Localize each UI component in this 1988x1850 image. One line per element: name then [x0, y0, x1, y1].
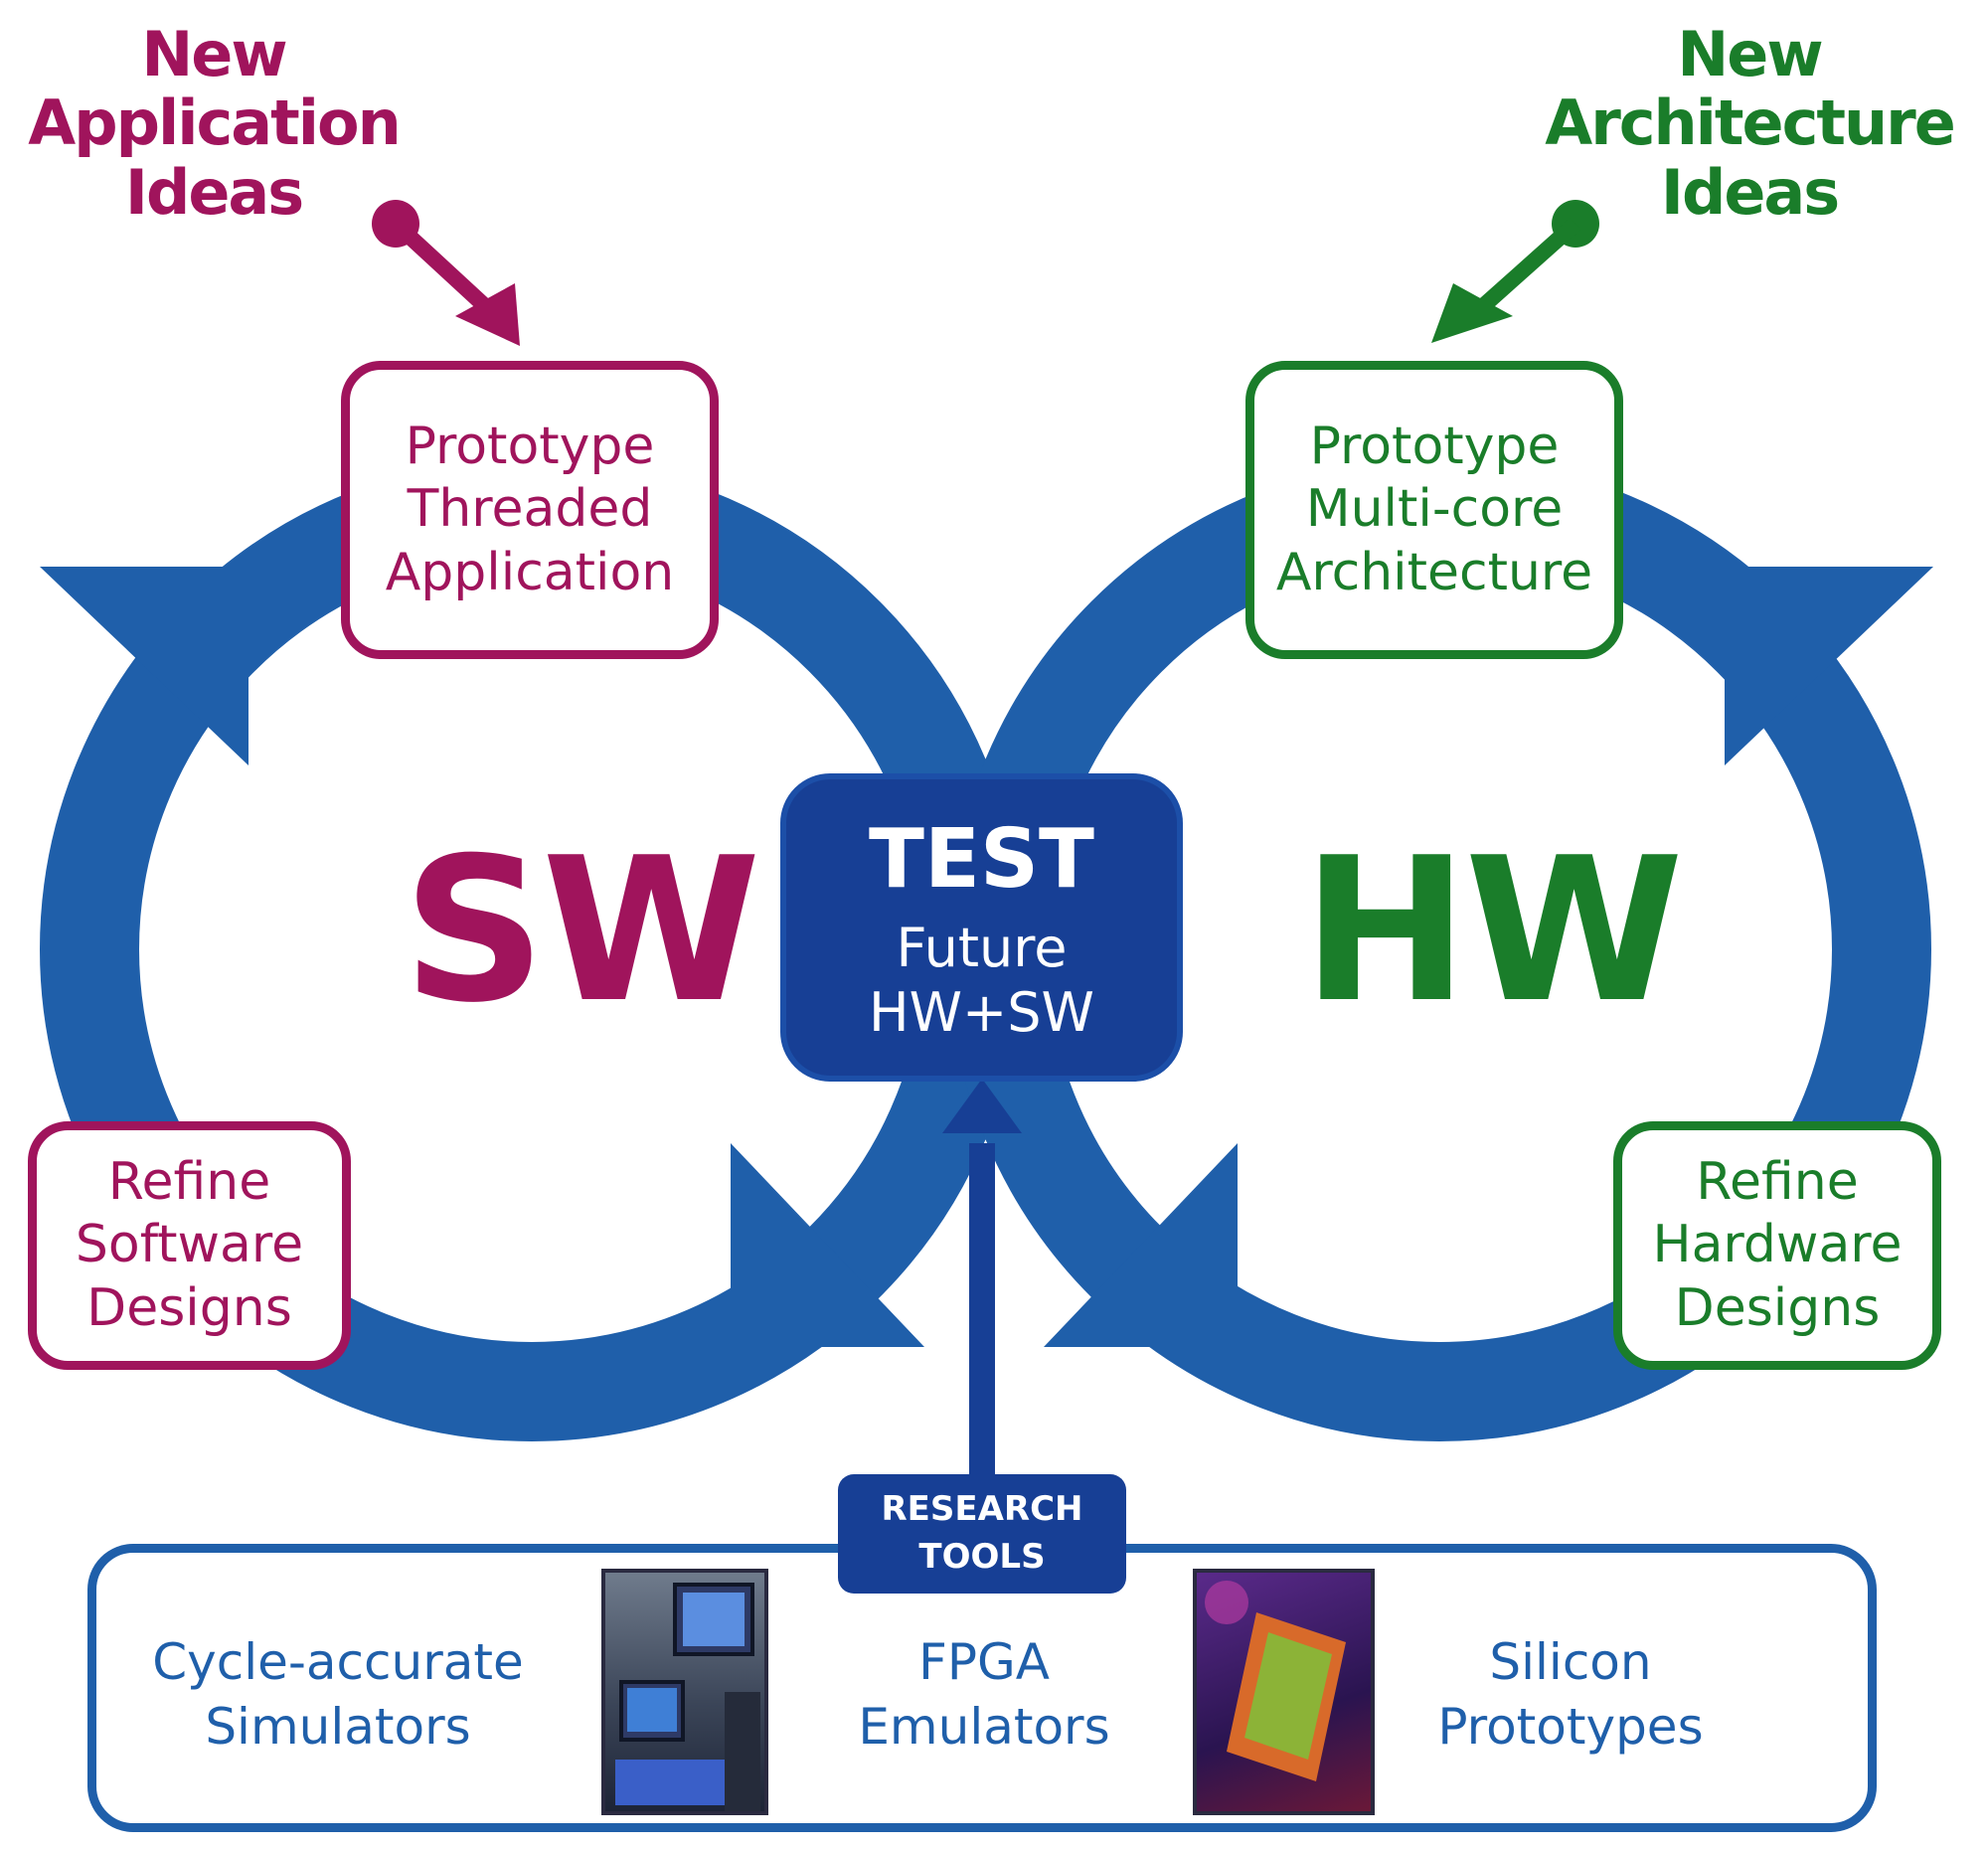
sw-refine-line3: Designs [86, 1277, 292, 1338]
cycle-accurate-simulators-label: Cycle-accurate Simulators [139, 1630, 537, 1760]
arch-ideas-line3: Ideas [1660, 155, 1840, 229]
hw-refine-line2: Hardware [1652, 1215, 1903, 1275]
silicon-line2: Prototypes [1437, 1698, 1704, 1756]
prototype-threaded-application-box: Prototype Threaded Application [341, 361, 719, 659]
app-ideas-pointer-line [390, 218, 491, 312]
app-ideas-line1: New [141, 18, 287, 90]
sw-prototype-line3: Application [385, 542, 675, 602]
research-line1: RESEARCH [881, 1489, 1083, 1529]
sw-cycle-arrowhead-bottom [731, 1143, 924, 1347]
research-line2: TOOLS [918, 1536, 1046, 1577]
hw-prototype-line1: Prototype [1309, 416, 1560, 476]
silicon-prototypes-label: Silicon Prototypes [1402, 1630, 1740, 1760]
hw-label: HW [1302, 815, 1684, 1047]
simulators-line1: Cycle-accurate [152, 1633, 524, 1691]
test-title: TEST [869, 812, 1094, 907]
refine-software-designs-box: Refine Software Designs [28, 1121, 351, 1370]
hw-cycle-arrowhead-bottom [1044, 1143, 1238, 1347]
test-box: TEST Future HW+SW [780, 773, 1183, 1082]
fpga-emulators-label: FPGA Emulators [805, 1630, 1163, 1760]
research-tools-badge: RESEARCH TOOLS [838, 1474, 1126, 1594]
hw-refine-line1: Refine [1696, 1151, 1859, 1212]
hw-prototype-line2: Multi-core [1305, 479, 1564, 540]
prototype-multicore-architecture-box: Prototype Multi-core Architecture [1245, 361, 1623, 659]
arch-ideas-line1: New [1677, 18, 1823, 90]
fpga-line2: Emulators [858, 1698, 1110, 1756]
hw-refine-line3: Designs [1674, 1277, 1881, 1338]
test-line2: HW+SW [869, 980, 1094, 1044]
app-ideas-pointer-head [455, 283, 520, 346]
sw-prototype-line2: Threaded [407, 479, 653, 540]
new-architecture-ideas-label: New Architecture Ideas [1531, 18, 1968, 229]
arch-ideas-pointer-head [1431, 283, 1513, 343]
research-arrow-head [942, 1079, 1022, 1133]
silicon-line1: Silicon [1489, 1633, 1652, 1691]
sw-label: SW [403, 815, 761, 1047]
app-ideas-line3: Ideas [124, 155, 304, 229]
sw-refine-line2: Software [75, 1215, 304, 1275]
sw-prototype-line1: Prototype [405, 416, 655, 476]
sw-cycle-arrowhead-top [40, 567, 248, 765]
silicon-chip-photo [1193, 1569, 1375, 1815]
arch-ideas-pointer-line [1477, 218, 1581, 312]
refine-hardware-designs-box: Refine Hardware Designs [1613, 1121, 1941, 1370]
simulators-line2: Simulators [205, 1698, 471, 1756]
simulator-workstation-photo [601, 1569, 768, 1815]
sw-refine-line1: Refine [107, 1151, 271, 1212]
new-application-ideas-label: New Application Ideas [0, 18, 427, 229]
app-ideas-line2: Application [28, 86, 401, 160]
fpga-line1: FPGA [918, 1633, 1050, 1691]
arch-ideas-line2: Architecture [1545, 86, 1956, 160]
test-line1: Future [896, 917, 1068, 979]
hw-prototype-line3: Architecture [1275, 542, 1593, 602]
hw-cycle-arrowhead-top [1725, 567, 1933, 765]
